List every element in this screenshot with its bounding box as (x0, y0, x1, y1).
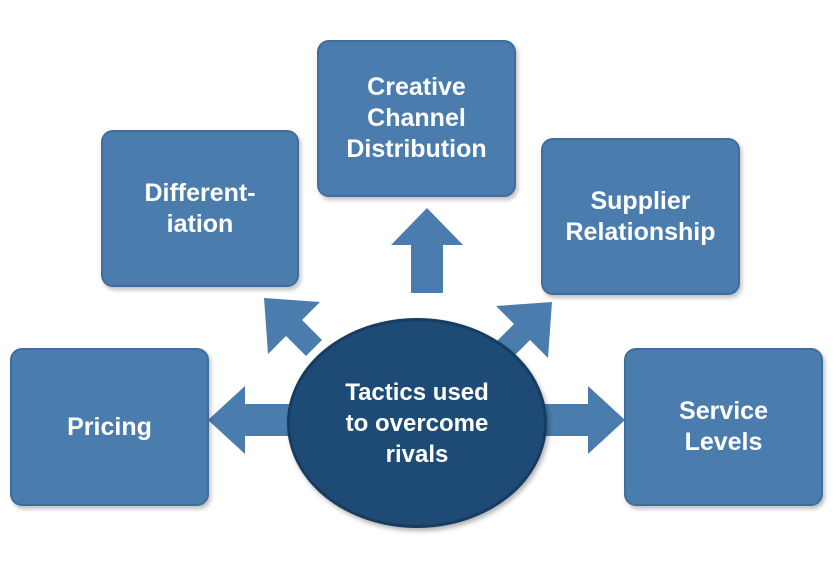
arrow-right (537, 386, 625, 454)
node-pricing: Pricing (10, 348, 209, 506)
node-differentiation: Different- iation (101, 130, 299, 287)
node-label: Service Levels (679, 397, 768, 456)
arrow-upper-left (264, 298, 322, 356)
node-creative-channel-distribution: Creative Channel Distribution (317, 40, 516, 197)
node-label: Different- iation (144, 178, 256, 238)
center-label: Tactics used to overcome rivals (345, 378, 489, 468)
node-label: Supplier Relationship (565, 186, 716, 246)
node-label: Creative Channel Distribution (346, 73, 487, 163)
node-label: Pricing (67, 412, 152, 441)
arrow-left (208, 386, 290, 454)
node-supplier-relationship: Supplier Relationship (541, 138, 740, 295)
center-ellipse: Tactics used to overcome rivals (287, 318, 547, 528)
arrow-upper-right (494, 302, 552, 360)
node-service-levels: Service Levels (624, 348, 823, 506)
arrow-up (391, 208, 463, 293)
